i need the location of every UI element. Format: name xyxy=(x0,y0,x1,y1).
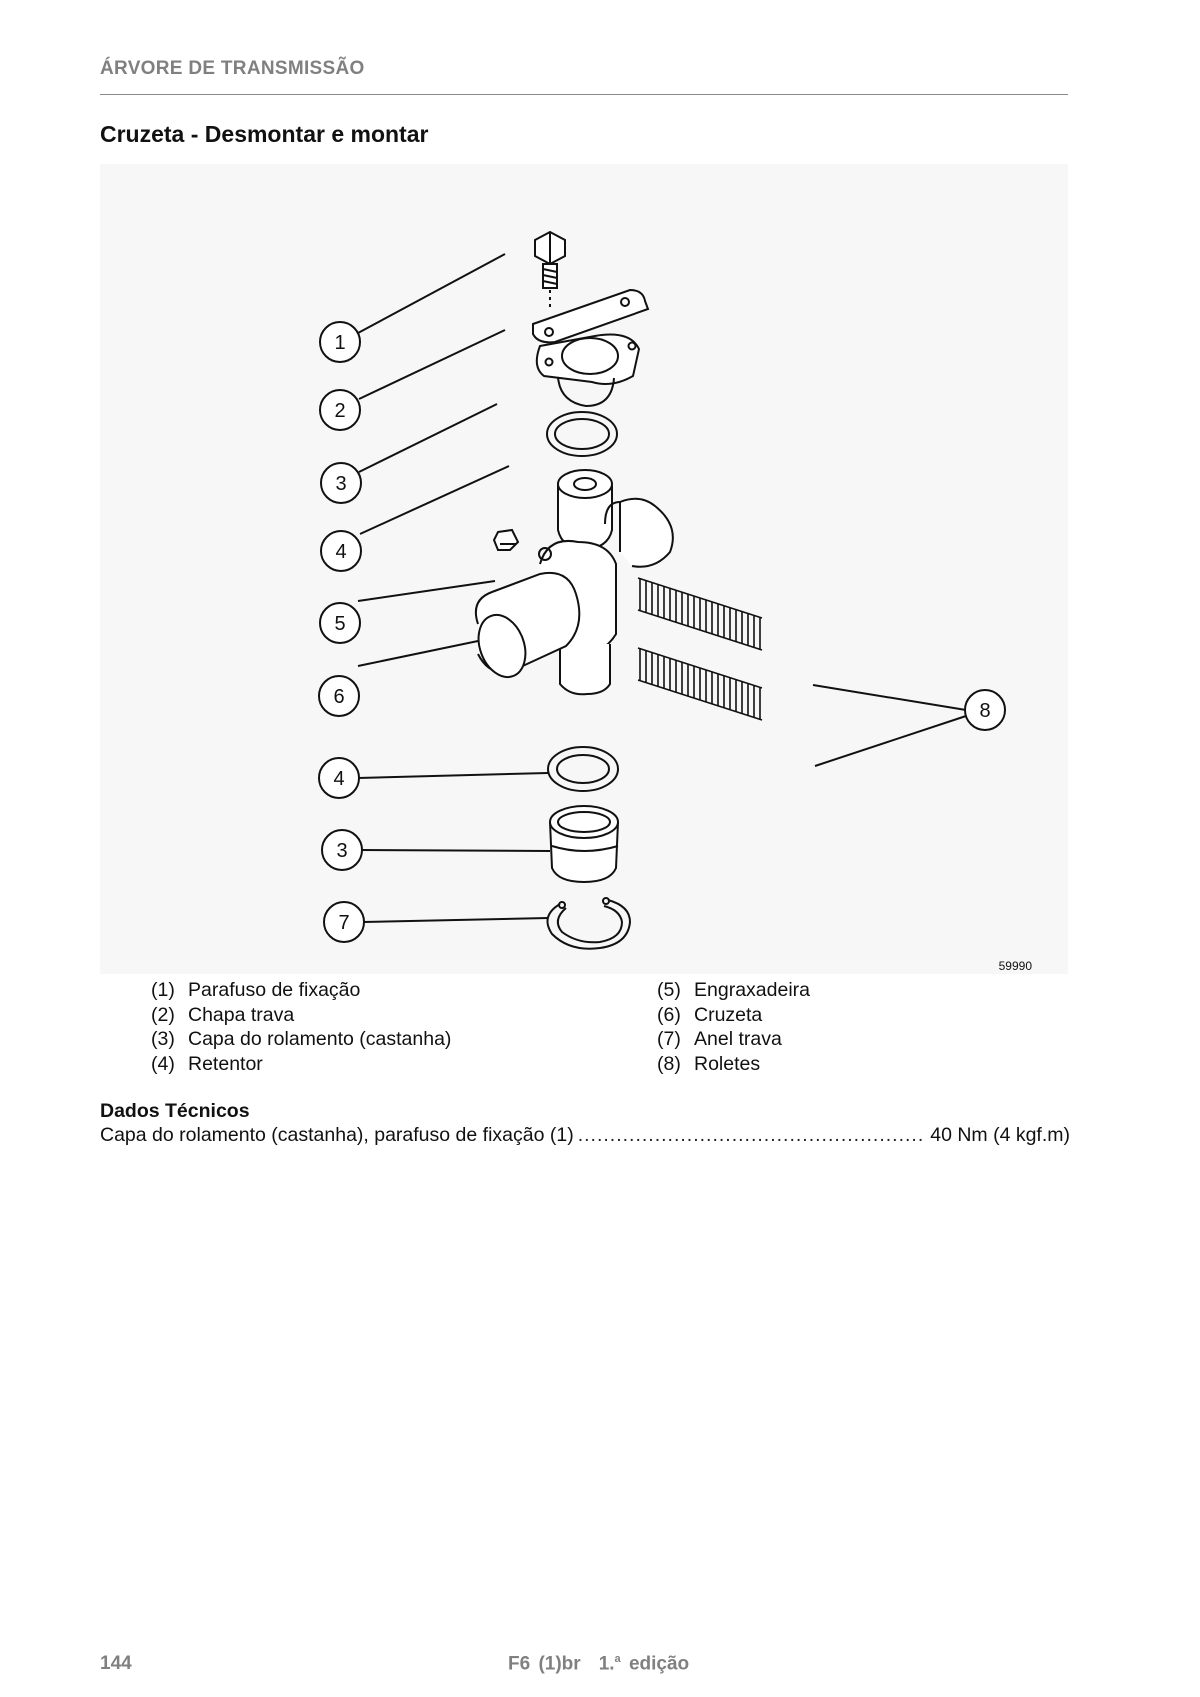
callout-label-7: 7 xyxy=(338,912,349,934)
doc-code: F6 (1)br xyxy=(508,1653,581,1675)
edition-superscript: a xyxy=(614,1653,621,1665)
snap-ring-part xyxy=(546,897,632,950)
legend-left-column: (1)Parafuso de fixação (2)Chapa trava (3… xyxy=(151,978,451,1076)
bolt-part xyxy=(534,230,566,310)
callout-circle-7 xyxy=(323,901,365,943)
callout-circle-8 xyxy=(964,689,1006,731)
leader-line-5 xyxy=(357,580,496,602)
legend-item: (8)Roletes xyxy=(657,1052,761,1075)
legend-item: (5)Engraxadeira xyxy=(657,979,810,1001)
legend-item: (3)Capa do rolamento (castanha) xyxy=(151,1028,452,1050)
leader-line-4-top xyxy=(359,465,510,535)
callout-label-4: 4 xyxy=(335,541,346,563)
bearing-cap-flange-part xyxy=(535,333,641,408)
tech-data-heading: Dados Técnicos xyxy=(100,1100,250,1122)
page-number: 144 xyxy=(100,1653,132,1674)
footer-edition: F6 (1)br 1.a edição xyxy=(508,1653,689,1675)
lock-plate-part xyxy=(532,288,650,344)
callout-label-2: 2 xyxy=(334,400,345,422)
leader-line-6 xyxy=(357,640,479,667)
figure-ref-number: 59990 xyxy=(999,959,1033,973)
seal-top-part xyxy=(546,411,618,457)
leader-line-2 xyxy=(358,329,506,400)
legend-item: (4)Retentor xyxy=(151,1052,263,1075)
rollers-top-part xyxy=(637,577,763,651)
section-header: ÁRVORE DE TRANSMISSÃO xyxy=(100,58,365,79)
callout-circle-5 xyxy=(319,602,361,644)
callout-label-8: 8 xyxy=(979,700,990,722)
callout-label-3b: 3 xyxy=(336,840,347,862)
cross-body-part xyxy=(474,469,674,696)
legend-item: (1)Parafuso de fixação xyxy=(151,979,361,1001)
edition-word: edição xyxy=(628,1653,690,1675)
callout-circle-3 xyxy=(320,462,362,504)
edition-number: 1. xyxy=(598,1653,615,1675)
tech-data-value: 40 Nm (4 kgf.m) xyxy=(930,1124,1070,1146)
seal-bottom-part xyxy=(547,746,619,792)
legend-item: (7)Anel trava xyxy=(657,1028,782,1050)
leader-line-8-top xyxy=(812,684,967,711)
leader-line-3 xyxy=(358,403,498,473)
callout-circle-3b xyxy=(321,829,363,871)
leader-line-7 xyxy=(362,917,549,923)
tech-data-row: Capa do rolamento (castanha), parafuso d… xyxy=(100,1124,1070,1147)
grease-nipple-part xyxy=(492,528,520,551)
exploded-view-figure: 1 2 3 4 5 6 4 3 7 8 59990 xyxy=(100,164,1068,974)
rollers-bottom-part xyxy=(637,647,763,721)
header-rule xyxy=(100,94,1068,95)
legend-item: (2)Chapa trava xyxy=(151,1003,295,1026)
dot-leader: ........................................… xyxy=(577,1124,927,1146)
callout-circle-6 xyxy=(318,675,360,717)
callout-label-3: 3 xyxy=(335,473,346,495)
callout-circle-2 xyxy=(319,389,361,431)
leader-line-3-bottom xyxy=(359,849,551,852)
bearing-cup-bottom-part xyxy=(549,805,619,884)
leader-line-8-bottom xyxy=(814,715,967,767)
callout-circle-4b xyxy=(318,757,360,799)
legend-right-column: (5)Engraxadeira (6)Cruzeta (7)Anel trava… xyxy=(657,978,810,1076)
callout-label-6: 6 xyxy=(333,686,344,708)
cross-joint-exploded-drawing: 1 2 3 4 5 6 4 3 7 8 59990 xyxy=(318,230,1033,973)
leader-line-4-bottom xyxy=(357,772,549,779)
tech-data-item: Capa do rolamento (castanha), parafuso d… xyxy=(100,1124,574,1146)
callout-label-4b: 4 xyxy=(333,768,344,790)
callout-circle-4 xyxy=(320,530,362,572)
callout-circle-1 xyxy=(319,321,361,363)
callout-label-1: 1 xyxy=(334,332,345,354)
leader-line-1 xyxy=(357,253,506,334)
page-title: Cruzeta - Desmontar e montar xyxy=(100,121,429,147)
callout-label-5: 5 xyxy=(334,613,345,635)
legend-item: (6)Cruzeta xyxy=(657,1003,763,1026)
